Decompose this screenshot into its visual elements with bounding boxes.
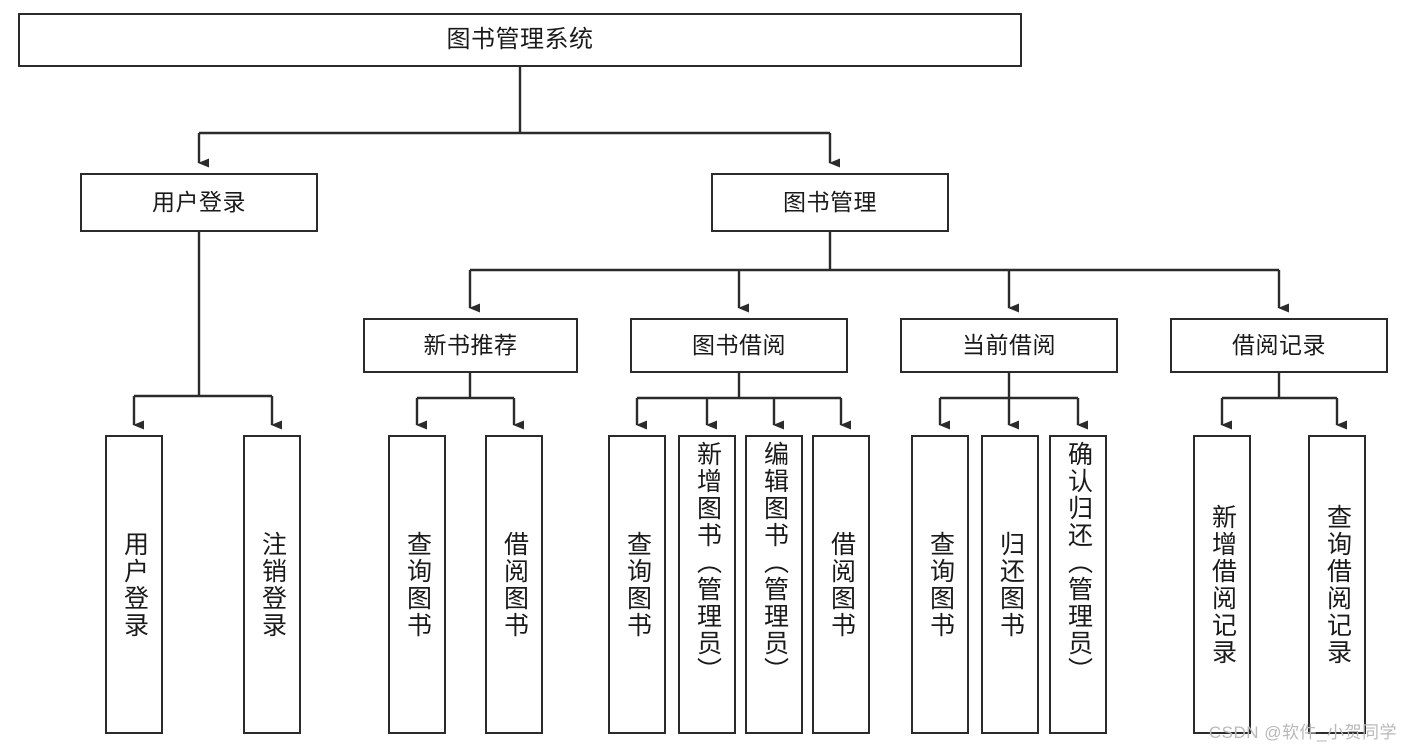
- leaf-borrow-book-1[interactable]: 借阅图书: [485, 435, 543, 734]
- leaf-query-book-3-label: 查询图书: [926, 530, 955, 639]
- leaf-edit-book-label: 编辑图书（管理员）: [760, 441, 789, 684]
- leaf-borrow-book-2[interactable]: 借阅图书: [812, 435, 870, 734]
- leaf-query-book-1[interactable]: 查询图书: [388, 435, 446, 734]
- leaf-return-book-label: 归还图书: [996, 530, 1025, 639]
- leaf-query-book-1-label: 查询图书: [403, 530, 432, 639]
- node-new-book-recommend-label: 新书推荐: [423, 331, 518, 358]
- leaf-add-record[interactable]: 新增借阅记录: [1193, 435, 1251, 734]
- node-user-login[interactable]: 用户登录: [80, 173, 318, 232]
- leaf-borrow-book-2-label: 借阅图书: [827, 530, 856, 639]
- leaf-user-login-label: 用户登录: [120, 530, 149, 639]
- node-borrow-record[interactable]: 借阅记录: [1170, 318, 1388, 373]
- node-root[interactable]: 图书管理系统: [18, 13, 1022, 67]
- leaf-add-book-label: 新增图书（管理员）: [693, 441, 722, 684]
- leaf-add-record-label: 新增借阅记录: [1208, 503, 1237, 666]
- node-book-manage[interactable]: 图书管理: [711, 173, 949, 232]
- node-book-borrow[interactable]: 图书借阅: [630, 318, 848, 373]
- leaf-confirm-return[interactable]: 确认归还（管理员）: [1049, 435, 1107, 734]
- leaf-borrow-book-1-label: 借阅图书: [500, 530, 529, 639]
- leaf-add-book[interactable]: 新增图书（管理员）: [678, 435, 736, 734]
- node-borrow-record-label: 借阅记录: [1232, 331, 1326, 358]
- leaf-query-book-3[interactable]: 查询图书: [911, 435, 969, 734]
- leaf-query-record[interactable]: 查询借阅记录: [1308, 435, 1366, 734]
- leaf-user-login[interactable]: 用户登录: [105, 435, 163, 734]
- csdn-watermark: CSDN @软件_小贺同学: [1208, 723, 1397, 742]
- node-new-book-recommend[interactable]: 新书推荐: [363, 318, 578, 373]
- leaf-logout-label: 注销登录: [258, 530, 287, 639]
- node-book-manage-label: 图书管理: [783, 188, 877, 215]
- leaf-logout[interactable]: 注销登录: [243, 435, 301, 734]
- node-root-label: 图书管理系统: [446, 25, 594, 53]
- leaf-confirm-return-label: 确认归还（管理员）: [1064, 441, 1093, 684]
- leaf-query-book-2-label: 查询图书: [623, 530, 652, 639]
- node-current-borrow-label: 当前借阅: [962, 331, 1056, 358]
- leaf-edit-book[interactable]: 编辑图书（管理员）: [745, 435, 803, 734]
- node-user-login-label: 用户登录: [152, 188, 246, 215]
- leaf-return-book[interactable]: 归还图书: [981, 435, 1039, 734]
- node-current-borrow[interactable]: 当前借阅: [900, 318, 1118, 373]
- node-book-borrow-label: 图书借阅: [692, 331, 786, 358]
- leaf-query-record-label: 查询借阅记录: [1323, 503, 1352, 666]
- leaf-query-book-2[interactable]: 查询图书: [608, 435, 666, 734]
